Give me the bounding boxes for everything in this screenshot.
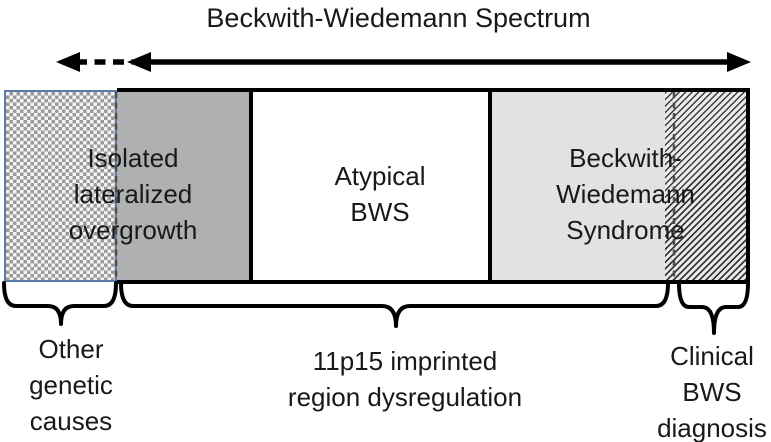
dashed-left-arrow (56, 52, 133, 72)
brace-imprinted-region (119, 281, 670, 328)
label-atypical-bws: Atypical BWS (334, 161, 426, 227)
label-clinical-bws-diagnosis: Clinical BWS diagnosis (657, 341, 767, 442)
label-other-genetic-causes: Other genetic causes (29, 334, 113, 436)
brace-clinical-bws-diagnosis (677, 281, 750, 335)
spectrum-double-arrow (127, 52, 751, 72)
label-isolated-lateralized-overgrowth: Isolated lateralized overgrowth (68, 143, 198, 245)
label-beckwith-wiedemann-syndrome: Beckwith- Wiedemann Syndrome (556, 143, 695, 245)
segment-atypical-bws (253, 92, 492, 280)
brace-other-genetic-causes (2, 281, 118, 326)
segment-clinical-bws-diagnosis (665, 92, 746, 280)
label-11p15-imprinted-region: 11p15 imprinted region dysregulation (287, 346, 523, 412)
diagram-title: Beckwith-Wiedemann Spectrum (206, 3, 591, 33)
segment-beckwith-wiedemann-syndrome (492, 92, 665, 280)
segment-isolated-lateralized-overgrowth (117, 92, 253, 280)
segment-other-genetic-causes (4, 90, 117, 282)
